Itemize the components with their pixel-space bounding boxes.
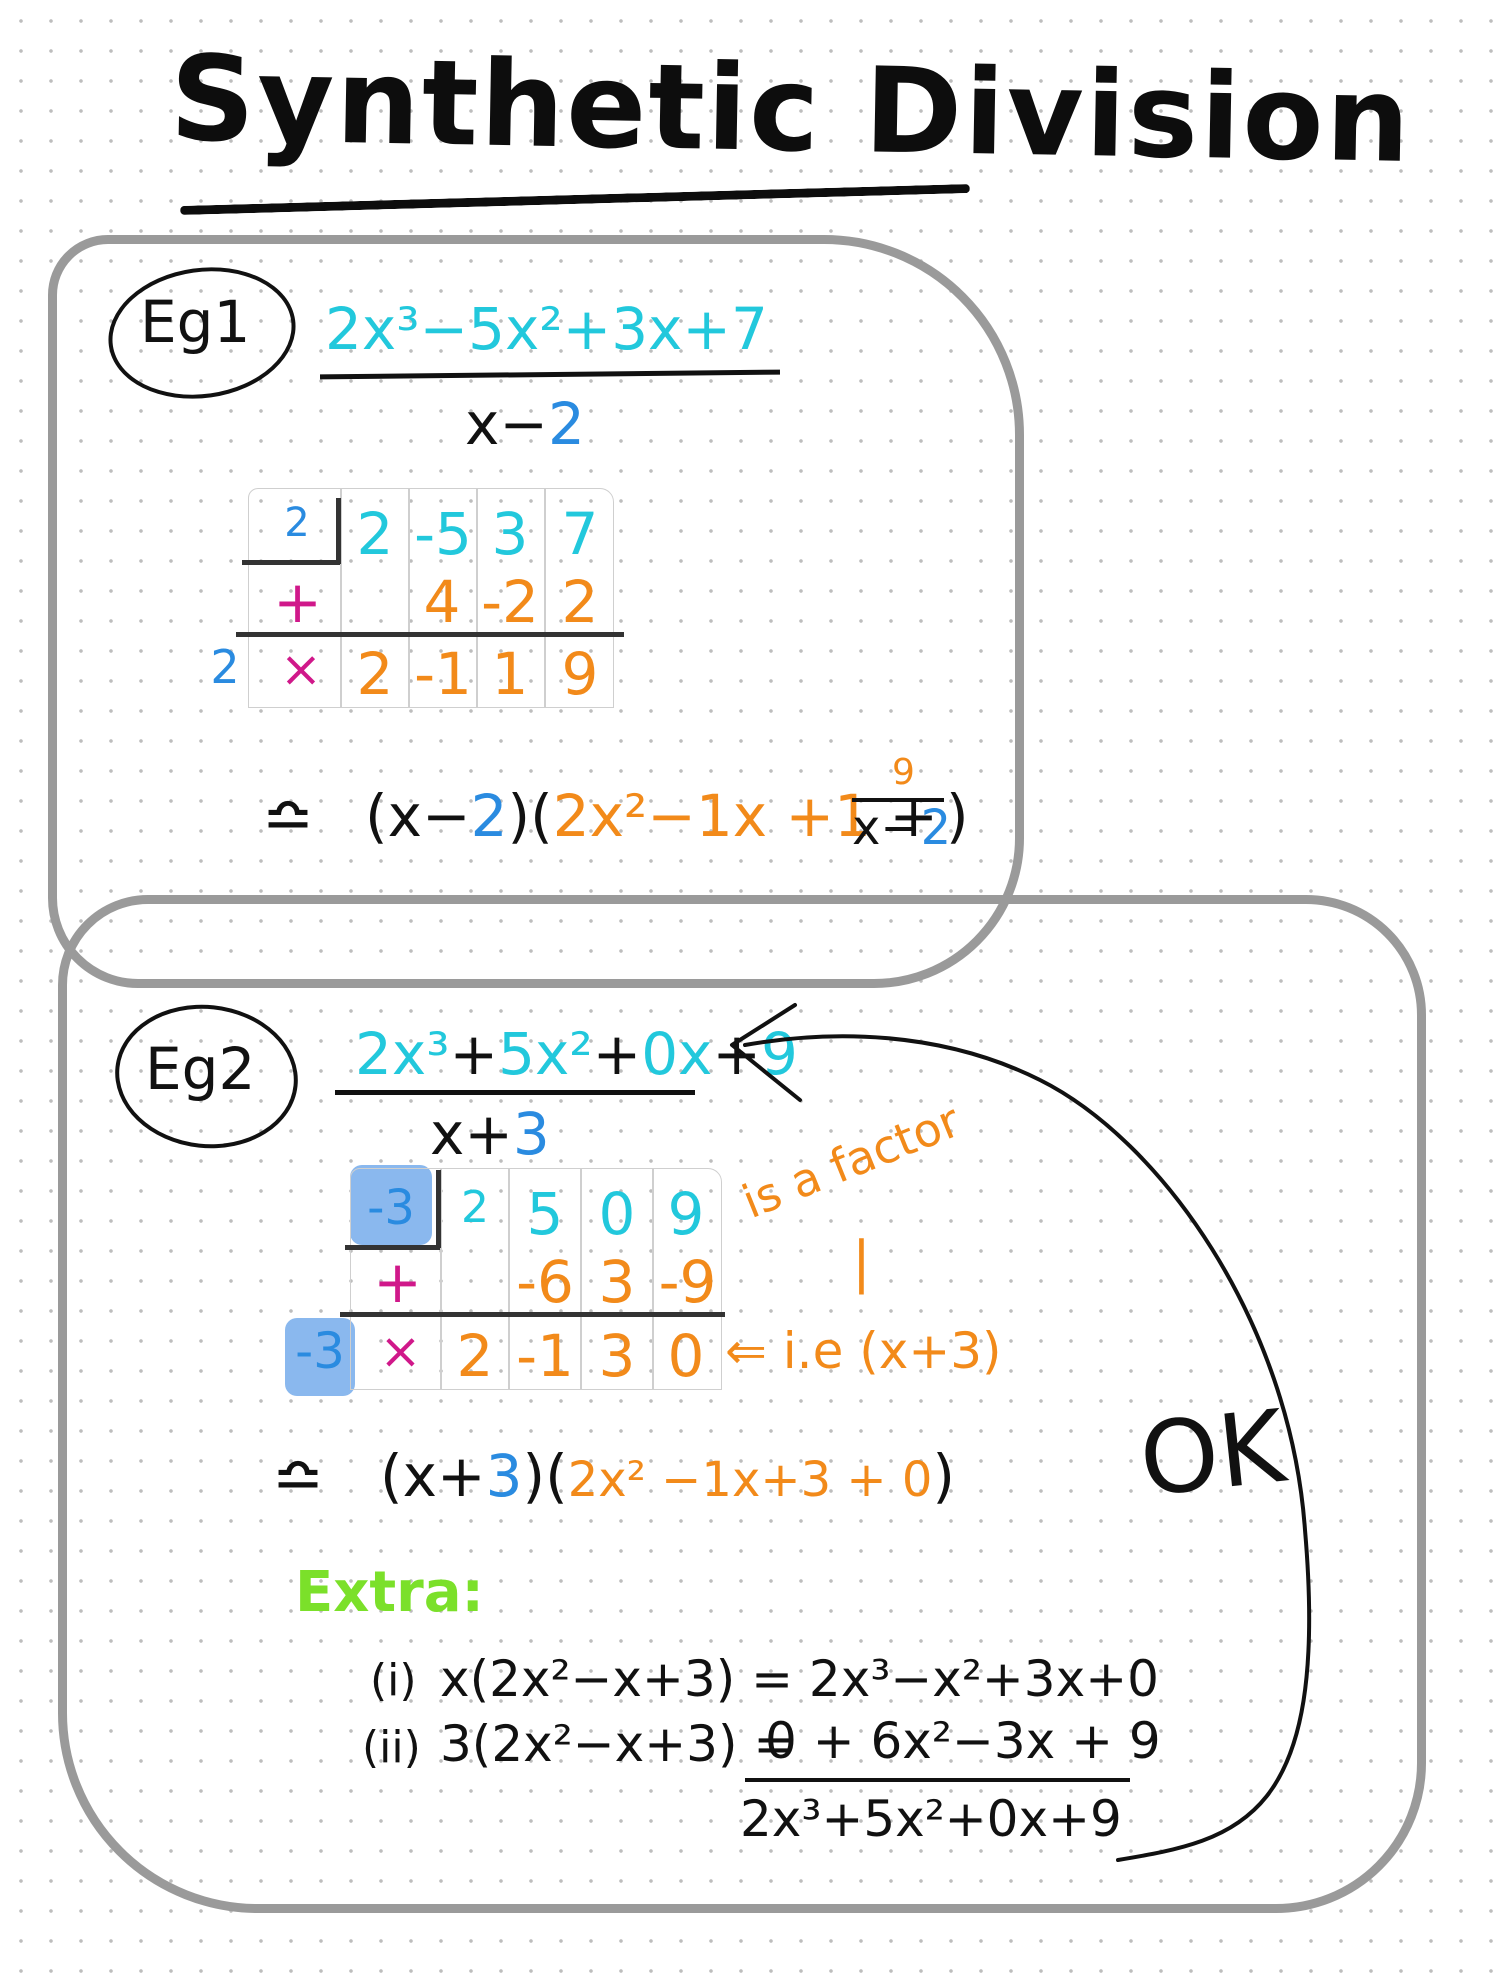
eg1-row3-left: 2 (210, 640, 240, 694)
eg1-divisor: 2 (284, 500, 310, 546)
extra-line2-right: 0 + 6x²−3x + 9 (765, 1712, 1161, 1770)
eg2-approx: ≏ (272, 1440, 324, 1513)
extra-line2-left: 3(2x²−x+3) = (440, 1715, 796, 1773)
eg1-approx: ≏ (262, 780, 314, 853)
eg1-remainder-bar (852, 798, 944, 802)
eg2-r1-c1: 2 (461, 1182, 489, 1233)
eg1-r2-c2: 4 (423, 568, 461, 636)
eg1-den-num: 2 (547, 390, 585, 458)
extra-line1-number: (i) (370, 1655, 417, 1706)
eg1-r2-c3: -2 (481, 568, 539, 636)
eg1-close-paren: ) (946, 782, 969, 850)
extra-sum: 2x³+5x²+0x+9 (740, 1790, 1122, 1848)
eg2-divisor: -3 (367, 1180, 415, 1236)
example-1-panel (48, 235, 1024, 988)
eg1-r1-c1: 2 (356, 500, 394, 568)
eg2-times: × (379, 1322, 422, 1380)
eg2-r1-c3: 0 (598, 1180, 636, 1248)
eg1-r3-c1: 2 (356, 640, 394, 708)
eg1-label: Eg1 (140, 288, 251, 356)
eg2-factor-tick: | (852, 1230, 871, 1295)
eg1-denominator: x−2 (465, 390, 585, 458)
eg1-remainder-num: 9 (892, 752, 915, 793)
eg1-result-expression: (x−2)(2x²−1x +1 + (365, 782, 939, 850)
eg1-op-3: + (682, 295, 732, 363)
eg2-r3-c3: 3 (598, 1322, 636, 1390)
eg1-term-7: 7 (731, 295, 768, 363)
eg2-r1-c4: 9 (667, 1180, 705, 1248)
eg2-result-expression: (x+3)(2x² −1x+3 + 0) (380, 1442, 956, 1510)
eg1-r3-c2: -1 (414, 640, 472, 708)
eg1-term-2x3: 2x³ (325, 295, 420, 363)
eg2-r2-c4: -9 (658, 1248, 717, 1316)
eg2-r3-c2: -1 (516, 1322, 574, 1390)
extra-label: Extra: (295, 1560, 484, 1625)
eg1-r2-c4: 2 (561, 568, 599, 636)
eg1-r1-c2: -5 (414, 500, 472, 568)
eg2-r3-c1: 2 (456, 1322, 494, 1390)
eg1-r3-c3: 1 (491, 640, 529, 708)
extra-line2-number: (ii) (362, 1722, 421, 1773)
eg1-term-3x: 3x (611, 295, 683, 363)
eg2-denominator: x+3 (430, 1100, 550, 1168)
eg2-r1-c2: 5 (526, 1180, 564, 1248)
eg1-times: × (280, 640, 322, 698)
eg1-remainder-den: x−2 (852, 800, 952, 856)
eg1-r1-c3: 3 (491, 500, 529, 568)
eg1-plus: + (273, 568, 322, 636)
eg1-numerator: 2x³−5x²+3x+7 (325, 295, 768, 363)
example-2-panel (58, 895, 1426, 1913)
eg1-r1-c4: 7 (561, 500, 599, 568)
eg2-plus: + (373, 1248, 422, 1316)
extra-line1: x(2x²−x+3) = 2x³−x²+3x+0 (440, 1650, 1159, 1708)
eg1-den-op: − (499, 390, 548, 458)
eg2-label: Eg2 (145, 1035, 256, 1103)
eg1-op-2: + (562, 295, 612, 363)
eg2-factor-arrow-note: ⇐ i.e (x+3) (725, 1322, 1002, 1380)
eg2-fraction-bar (335, 1090, 695, 1095)
eg2-row3-left: -3 (295, 1322, 345, 1380)
eg1-op-1: − (419, 295, 469, 363)
eg2-r2-c3: 3 (598, 1248, 636, 1316)
extra-sum-bar (745, 1778, 1130, 1782)
eg1-term-5x2: 5x² (468, 295, 563, 363)
eg1-den-var: x (465, 390, 500, 458)
eg1-r3-c4: 9 (561, 640, 599, 708)
eg2-r2-c2: -6 (516, 1248, 574, 1316)
eg2-r3-c4: 0 (667, 1322, 705, 1390)
